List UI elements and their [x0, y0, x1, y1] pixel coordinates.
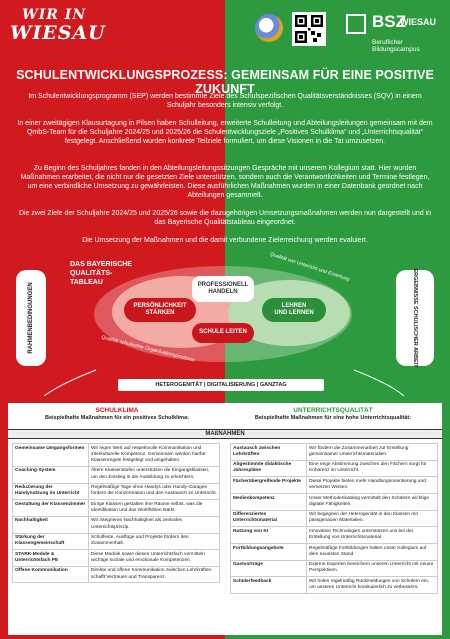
measure-name: Gestaltung der Klassenzimmer: [12, 499, 89, 517]
measure-description: Wir legen Wert auf respektvolle Kommunik…: [88, 443, 220, 467]
intro-paragraph-1: Im Schulentwicklungsprogramm (SEP) werde…: [28, 93, 422, 110]
measure-name: Stärkung der Klassengemeinschaft: [12, 532, 89, 551]
diagram-arrows: [43, 369, 405, 396]
bsz-mark-icon: [346, 14, 366, 34]
measure-name: Nutzung von KI: [230, 526, 307, 544]
schule-leiten-label: SCHULE LEITEN: [199, 329, 247, 336]
unterrichtsqualitaet-subtitle: Beispielhafte Maßnahmen für eine hohe Un…: [254, 415, 412, 421]
school-emblem-icon: [255, 14, 283, 42]
schulklima-subtitle: Beispielhafte Maßnahmen für ein positive…: [45, 415, 189, 421]
wir-in-wiesau-logo: WIR IN WIESAU: [10, 7, 106, 54]
intro-paragraph-2: In einer zweitägigen Klausurtagung in Pi…: [17, 120, 433, 146]
measure-name: Gastvorträge: [230, 559, 307, 578]
intro-paragraph-5: Die Umsetzung der Maßnahmen und die dami…: [82, 237, 368, 244]
measure-description: Wir integrieren Nachhaltigkeit als zentr…: [88, 515, 220, 534]
measure-name: Schülerfeedback: [230, 576, 307, 594]
measure-description: Unser Methodenkatalog vermittelt den Sch…: [306, 492, 438, 511]
measure-description: Regelmäßige Tage ohne Handys oder Handy-…: [88, 482, 220, 501]
professionell-line-2: HANDELN: [208, 289, 238, 295]
ergebnisse-box: ERGEBNISSE SCHULISCHER ARBEIT: [396, 268, 434, 368]
measure-description: Eine enge Abstimmung zwischen den Fächer…: [306, 459, 438, 478]
page-title: SCHULENTWICKLUNGSPROZESS: GEMEINSAM FÜR …: [16, 68, 434, 96]
measures-panel: SCHULKLIMA Beispielhafte Maßnahmen für e…: [8, 403, 442, 635]
measure-name: Medienkompetenz: [230, 492, 307, 511]
unterrichtsqualitaet-title: UNTERRICHTSQUALITÄT: [293, 407, 373, 414]
schulklima-title: SCHULKLIMA: [95, 407, 139, 414]
tableau-title-line-2: QUALITÄTS-: [70, 270, 113, 278]
tableau-title-line-3: TABLEAU: [70, 279, 103, 287]
measure-description: Wir fördern die Zusammenarbeit zur Erste…: [306, 443, 438, 461]
measure-description: Ältere Klassenstufen unterstützen die Ei…: [88, 465, 220, 484]
measure-description: Regelmäßige Fortbildungen halten unser K…: [306, 542, 438, 561]
unterrichtsqualitaet-header: UNTERRICHTSQUALITÄT Beispielhafte Maßnah…: [228, 407, 438, 421]
querschnitt-strip: HETEROGENITÄT | DIGITALISIERUNG | GANZTA…: [118, 379, 324, 391]
intro-paragraph-4: Die zwei Ziele der Schuljahre 2024/25 un…: [18, 210, 432, 227]
measure-name: Austausch zwischen Lehrkräften: [230, 443, 307, 461]
measures-heading: MAßNAHMEN: [8, 429, 442, 439]
measure-description: Innovative Technologien unterstützen uns…: [306, 526, 438, 544]
measure-description: Wir begegnen der Heterogenität in den Kl…: [306, 509, 438, 528]
bsz-subtitle: Beruflicher Bildungscampus: [372, 39, 420, 53]
tableau-title: DAS BAYERISCHE QUALITÄTS- TABLEAU: [70, 260, 132, 287]
measure-description: Diese Projekte bieten mehr Handlungsorie…: [306, 476, 438, 494]
measure-description: Direkte und offene Kommunikation zwische…: [88, 565, 220, 584]
measure-name: Abgestimmte didaktische Jahrespläne: [230, 459, 307, 478]
measure-name: Coaching-System: [12, 465, 89, 484]
measure-description: Externe Experten bereichern unseren Unte…: [306, 559, 438, 578]
measure-name: Offene Kommunikation: [12, 565, 89, 584]
logo-line-2: WIESAU: [10, 22, 106, 44]
table-row: Reduzierung der Handynutzung im Unterric…: [12, 482, 220, 501]
measure-name: Nachhaltigkeit: [12, 515, 89, 534]
tableau-title-line-1: DAS BAYERISCHE: [70, 261, 132, 268]
logo-line-1: WIR IN: [22, 7, 87, 23]
measure-description: Schulfeste, Ausflüge und Projekte förder…: [88, 532, 220, 551]
measure-name: Differenziertes Unterrichtsmaterial: [230, 509, 307, 528]
measure-description: Diese Module sowie dieses Unterrichtsfac…: [88, 549, 220, 567]
lehren-line-2: UND LERNEN: [274, 310, 314, 316]
measure-name: Fortbildungsangebote: [230, 542, 307, 561]
measure-description: Einige Klassen gestalten ihre Räume selb…: [88, 499, 220, 517]
schule-leiten-pill: SCHULE LEITEN: [192, 323, 254, 343]
measure-name: STARK-Module & Unterrichtsfach PE: [12, 549, 89, 567]
bsz-wiesau-text: WIESAU: [400, 17, 436, 27]
persoenlichkeit-line-1: PERSÖNLICHKEIT: [133, 302, 187, 309]
measure-name: Reduzierung der Handynutzung im Unterric…: [12, 482, 89, 501]
bsz-wiesau-logo: BSZ WIESAU Beruflicher Bildungscampus: [346, 12, 446, 53]
professionell-line-1: PROFESSIONELL: [197, 281, 249, 288]
intro-paragraph-3: Zu Beginn des Schuljahres fanden in den …: [20, 165, 430, 200]
lehren-line-1: LEHREN: [281, 302, 307, 309]
measure-description: Wir holen regelmäßig Rückmeldungen von S…: [306, 576, 438, 594]
persoenlichkeit-line-2: STÄRKEN: [145, 310, 175, 316]
rahmenbedingungen-box: RAHMENBEDINGUNGEN: [16, 270, 46, 366]
header-bar: WIR IN WIESAU BSZ WIESAU Beruflicher Bil…: [0, 0, 450, 62]
bsz-text: BSZ: [372, 12, 406, 31]
measure-name: Fächerübergreifende Projekte: [230, 476, 307, 494]
schulklima-header: SCHULKLIMA Beispielhafte Maßnahmen für e…: [12, 407, 222, 421]
qualitaetstableau-diagram: RAHMENBEDINGUNGEN ERGEBNISSE SCHULISCHER…: [0, 246, 450, 396]
measure-name: Gemeinsame Umgangsformen: [12, 443, 89, 467]
qr-code-icon: [292, 12, 326, 46]
